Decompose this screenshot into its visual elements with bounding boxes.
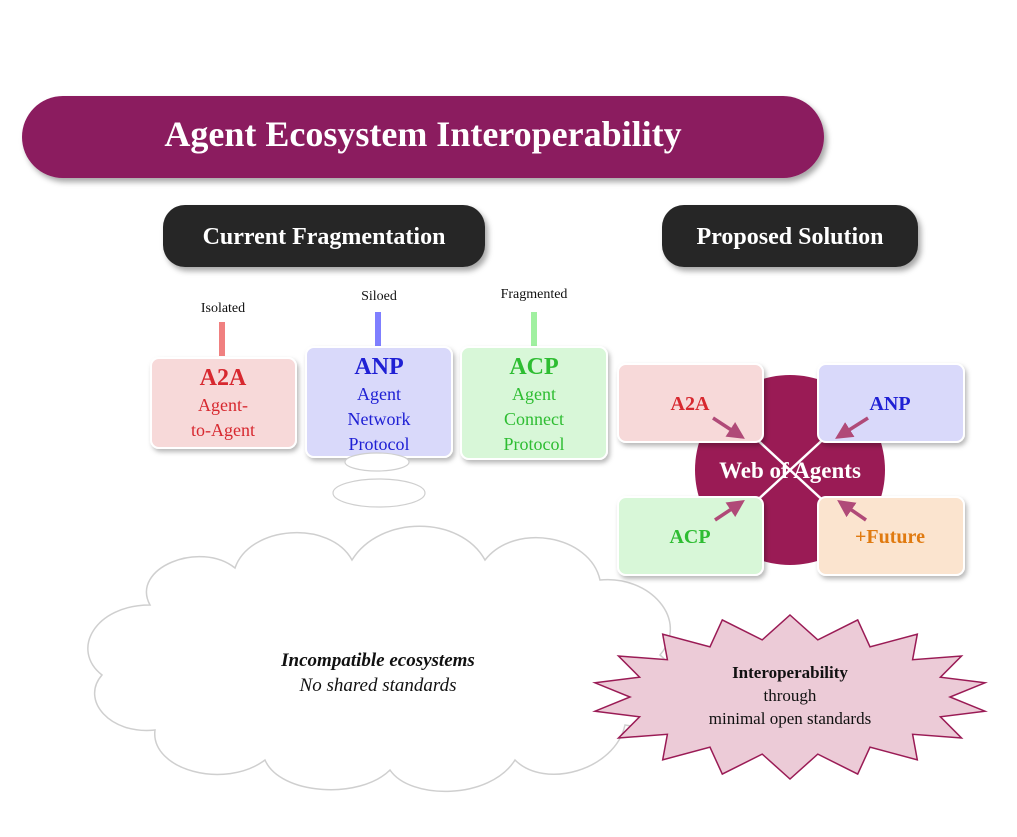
isolated-tag: Isolated [201, 301, 245, 316]
anp-name: ANP [354, 354, 403, 380]
current-acp-card: Fragmented ACP Agent Connect Protocol [460, 287, 608, 460]
acp-desc-line-1: Agent [512, 384, 556, 404]
starburst-line-1: Interoperability [732, 663, 848, 682]
arrow-acp-to-hub [714, 500, 745, 522]
starburst-line-3: minimal open standards [709, 709, 871, 728]
siloed-tag: Siloed [361, 289, 397, 304]
anp-desc-line-3: Protocol [349, 434, 410, 454]
a2a-name: A2A [200, 365, 247, 391]
current-a2a-card: Isolated A2A Agent- to-Agent [150, 301, 297, 449]
anp-desc-line-2: Network [348, 409, 411, 429]
title-banner: Agent Ecosystem Interoperability [22, 96, 824, 178]
thought-bubble-dot-large [332, 478, 426, 508]
solution-node-a2a: A2A [617, 363, 764, 443]
cloud-line-1: Incompatible ecosystems [280, 650, 475, 671]
proposed-solution-header: Proposed Solution [662, 205, 918, 267]
acp-name: ACP [509, 354, 558, 380]
starburst-line-2: through [764, 686, 817, 705]
solution-node-anp: ANP [817, 363, 965, 443]
solution-node-acp: ACP [617, 496, 764, 576]
proposed-solution-label: Proposed Solution [697, 224, 884, 250]
a2a-desc-line-2: to-Agent [191, 420, 255, 440]
acp-desc-line-3: Protocol [504, 434, 565, 454]
current-anp-card: Siloed ANP Agent Network Protocol [305, 289, 453, 458]
a2a-desc-line-1: Agent- [198, 395, 248, 415]
arrow-future-to-hub [837, 500, 867, 522]
acp-desc-line-2: Connect [504, 409, 564, 429]
solution-acp-label: ACP [669, 526, 710, 548]
a2a-tag-bar [219, 322, 225, 356]
cloud-line-2: No shared standards [299, 675, 457, 696]
solution-a2a-label: A2A [671, 393, 710, 415]
incompatible-cloud: Incompatible ecosystems No shared standa… [87, 525, 676, 793]
thought-bubble-dot-small [344, 452, 410, 472]
fragmented-tag: Fragmented [501, 287, 568, 302]
page-title: Agent Ecosystem Interoperability [164, 114, 681, 154]
current-fragmentation-header: Current Fragmentation [163, 205, 485, 267]
anp-desc-line-1: Agent [357, 384, 401, 404]
arrow-anp-to-hub [835, 416, 869, 439]
solution-node-future: +Future [817, 496, 965, 576]
solution-anp-label: ANP [869, 393, 910, 415]
arrow-a2a-to-hub [712, 416, 745, 439]
web-of-agents-label: Web of Agents [719, 458, 861, 483]
anp-tag-bar [375, 312, 381, 346]
interoperability-starburst: Interoperability through minimal open st… [592, 613, 988, 781]
solution-future-label: +Future [855, 526, 925, 548]
current-fragmentation-label: Current Fragmentation [203, 224, 446, 250]
acp-tag-bar [531, 312, 537, 346]
